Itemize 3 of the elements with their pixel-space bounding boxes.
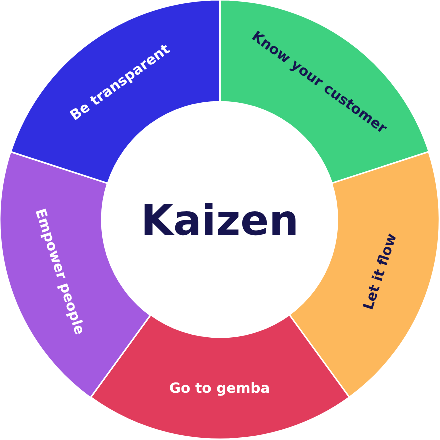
center-title: Kaizen — [140, 196, 300, 244]
segment-label: Go to gemba — [169, 380, 270, 397]
segment-label: Let it flow — [360, 232, 401, 312]
